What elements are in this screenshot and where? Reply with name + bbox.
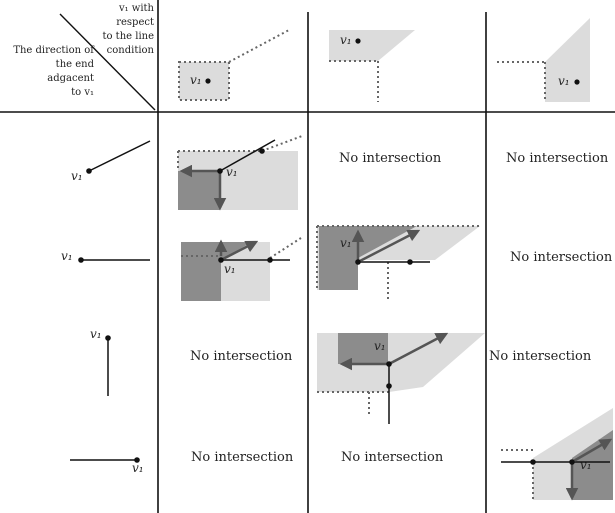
cell-r4c2-text: No intersection <box>341 450 444 465</box>
row-direction-4: v₁ <box>70 457 144 475</box>
vertex-label: v₁ <box>226 165 238 179</box>
vertex-label: v₁ <box>580 458 592 472</box>
corner-left-line: The direction of <box>13 45 94 56</box>
vertex-label: v₁ <box>340 236 352 250</box>
cell-r3c1-text: No intersection <box>190 349 293 364</box>
corner-top-line: to the line <box>102 31 154 42</box>
vertex-label: v₁ <box>61 249 73 263</box>
header-condition-2: v₁ <box>329 30 415 102</box>
cell-r3c3-text: No intersection <box>489 349 592 364</box>
row-direction-2: v₁ <box>61 249 150 263</box>
corner-header-top: v₁ with respect to the line condition <box>84 2 154 58</box>
vertex-label: v₁ <box>224 262 236 276</box>
cell-r3c2-diagram: v₁ <box>317 332 485 424</box>
corner-top-line: condition <box>106 45 154 56</box>
cell-r2c1-diagram: v₁ <box>181 237 302 301</box>
vertex-label: v₁ <box>132 461 144 475</box>
vertex-label: v₁ <box>340 33 352 47</box>
vertex-label: v₁ <box>558 74 570 88</box>
row-direction-3: v₁ <box>90 327 111 396</box>
vertex-label: v₁ <box>90 327 102 341</box>
corner-left-line: to v₁ <box>71 87 94 98</box>
vertex-label: v₁ <box>71 169 83 183</box>
corner-left-line: the end adgacent <box>47 59 94 84</box>
cell-r1c2-text: No intersection <box>339 151 442 166</box>
header-condition-1: v₁ <box>178 29 290 101</box>
vertex-label: v₁ <box>190 73 202 87</box>
corner-top-line: v₁ with respect <box>116 3 154 28</box>
cell-r2c2-diagram: v₁ <box>316 225 480 300</box>
cell-r2c3-text: No intersection <box>510 250 613 265</box>
row-direction-1: v₁ <box>71 140 151 183</box>
corner-header-left: The direction of the end adgacent to v₁ <box>6 44 94 100</box>
cell-r1c1-diagram: v₁ <box>177 135 303 211</box>
cell-r4c1-text: No intersection <box>191 450 294 465</box>
header-condition-3: v₁ <box>497 18 590 102</box>
vertex-label: v₁ <box>374 339 386 353</box>
cell-r4c3-diagram: v₁ <box>501 408 613 501</box>
cell-r1c3-text: No intersection <box>506 151 609 166</box>
